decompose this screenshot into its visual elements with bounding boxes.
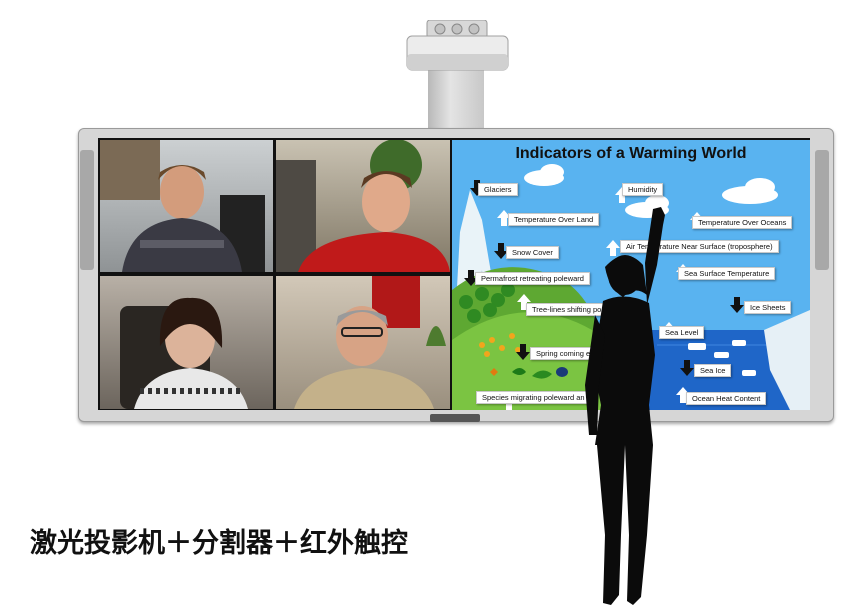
- label-sea-surface-temperature: Sea Surface Temperature: [678, 267, 776, 280]
- video-tile-participant-3[interactable]: [100, 276, 273, 409]
- caption-text: 激光投影机＋分割器＋红外触控: [30, 528, 408, 559]
- participant-2-image: [276, 140, 450, 272]
- label-humidity: Humidity: [622, 183, 664, 196]
- slide-title: Indicators of a Warming World: [515, 145, 747, 162]
- video-tile-participant-2[interactable]: [276, 140, 450, 272]
- participant-1-image: [100, 140, 265, 272]
- board-left-rail: [80, 150, 94, 270]
- label-permafrost: Permafrost retreating poleward: [475, 272, 590, 285]
- label-sea-level: Sea Level: [659, 326, 705, 339]
- label-spring-coming-earlier: Spring coming e: [530, 347, 597, 360]
- participant-4-image: [294, 276, 446, 409]
- pen-tray: [430, 414, 480, 422]
- label-glaciers: Glaciers: [478, 183, 518, 196]
- label-species-migrating: Species migrating poleward an: [476, 391, 591, 404]
- label-sea-ice: Sea Ice: [694, 364, 732, 377]
- label-snow-cover: Snow Cover: [506, 246, 559, 259]
- label-temperature-over-oceans: Temperature Over Oceans: [692, 216, 793, 229]
- video-tile-participant-1[interactable]: [100, 140, 273, 272]
- label-temperature-over-land: Temperature Over Land: [508, 213, 600, 226]
- climate-slide-background: [452, 164, 810, 410]
- presenter-silhouette-icon: [585, 207, 665, 605]
- projector-arm: [428, 60, 484, 132]
- label-ocean-heat-content: Ocean Heat Content: [686, 392, 767, 405]
- participant-3-image: [120, 297, 248, 409]
- laser-projector-icon: [406, 20, 509, 71]
- label-ice-sheets: Ice Sheets: [744, 301, 792, 314]
- video-tile-participant-4[interactable]: [276, 276, 450, 409]
- board-right-rail: [815, 150, 829, 270]
